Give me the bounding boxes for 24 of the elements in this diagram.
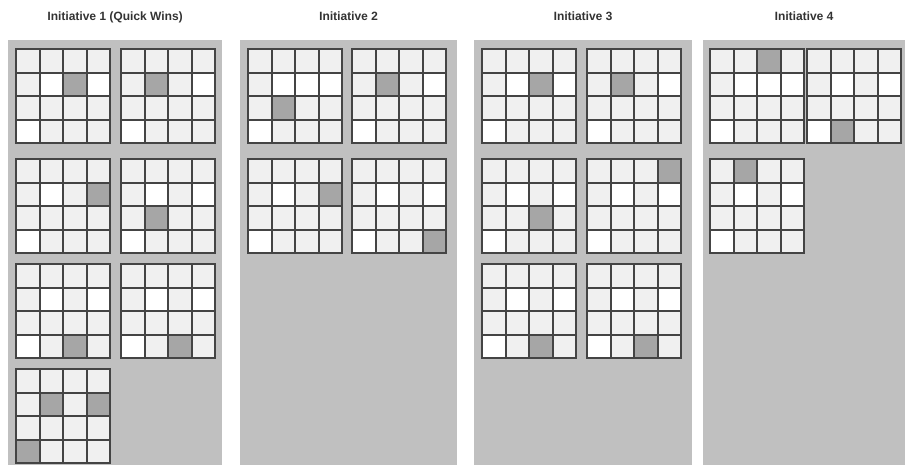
matrix-grid: [709, 158, 805, 254]
matrix-grid: [15, 158, 111, 254]
matrix-grid: [120, 158, 216, 254]
matrix-grid: [481, 48, 577, 144]
matrix-grid: [586, 158, 682, 254]
column-heading: Initiative 2: [318, 9, 379, 23]
matrix-grid: [351, 158, 447, 254]
matrix-grid: [481, 263, 577, 359]
matrix-grid: [481, 158, 577, 254]
matrix-grid: [120, 263, 216, 359]
matrix-grid: [351, 48, 447, 144]
matrix-grid: [586, 263, 682, 359]
column-heading: Initiative 1 (Quick Wins): [46, 9, 184, 23]
matrix-grid: [806, 48, 902, 144]
matrix-grid: [15, 48, 111, 144]
matrix-grid: [120, 48, 216, 144]
matrix-grid: [247, 48, 343, 144]
column-heading: Initiative 3: [552, 9, 614, 23]
matrix-grid: [15, 368, 111, 464]
matrix-grid: [15, 263, 111, 359]
matrix-grid: [709, 48, 805, 144]
matrix-grid: [247, 158, 343, 254]
matrix-grid: [586, 48, 682, 144]
column-heading: Initiative 4: [774, 9, 834, 23]
